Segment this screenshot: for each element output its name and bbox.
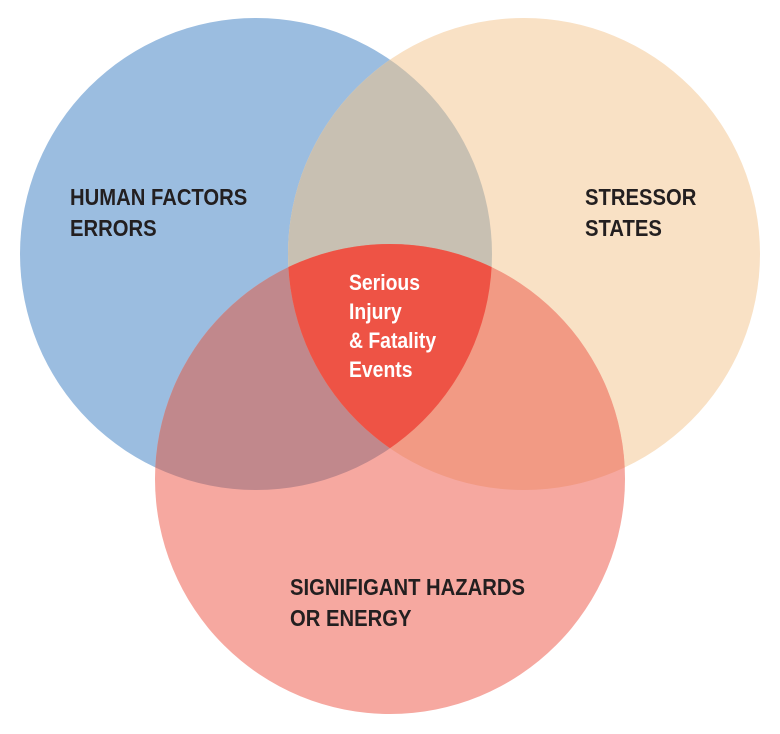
intersection-label: Serious Injury & Fatality Events: [349, 268, 436, 384]
label-line: & Fatality: [349, 328, 437, 353]
label-line: OR ENERGY: [290, 605, 412, 631]
label-line: HUMAN FACTORS: [70, 184, 248, 210]
label-line: ERRORS: [70, 215, 157, 241]
label-line: STRESSOR: [585, 184, 697, 210]
label-line: Injury: [349, 299, 402, 324]
label-line: STATES: [585, 215, 662, 241]
stressor-label: STRESSOR STATES: [585, 182, 696, 244]
label-line: Serious: [349, 270, 421, 295]
label-line: SIGNIFIGANT HAZARDS: [290, 574, 526, 600]
label-line: Events: [349, 357, 413, 382]
human-factors-label: HUMAN FACTORS ERRORS: [70, 182, 247, 244]
hazards-label: SIGNIFIGANT HAZARDS OR ENERGY: [290, 572, 525, 634]
